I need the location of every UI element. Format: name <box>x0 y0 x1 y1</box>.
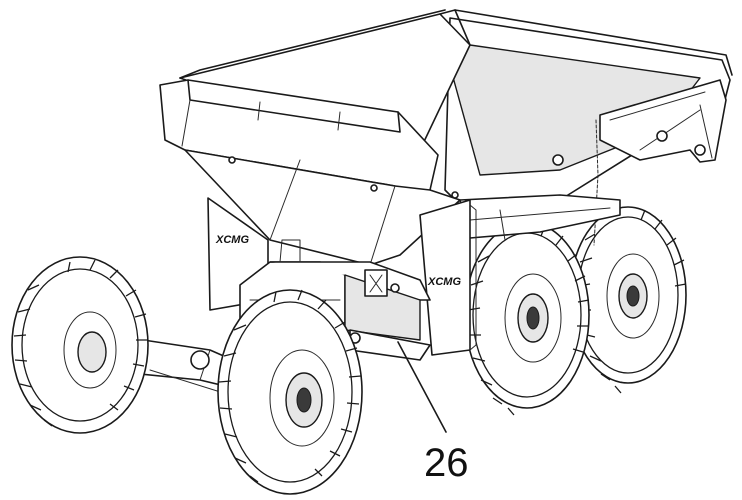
front-left-wheel <box>11 256 149 434</box>
right-brand-logo: XCMG <box>427 276 461 288</box>
dump-body <box>159 9 733 266</box>
left-brand-logo: XCMG <box>215 234 249 246</box>
callout-26: 26 <box>397 341 469 485</box>
front-right-wheel <box>217 289 363 495</box>
right-mudguard-panel: XCMG <box>419 199 477 356</box>
rear-middle-wheel <box>464 221 590 416</box>
callout-leader-line <box>397 341 447 433</box>
callout-label: 26 <box>424 441 469 485</box>
